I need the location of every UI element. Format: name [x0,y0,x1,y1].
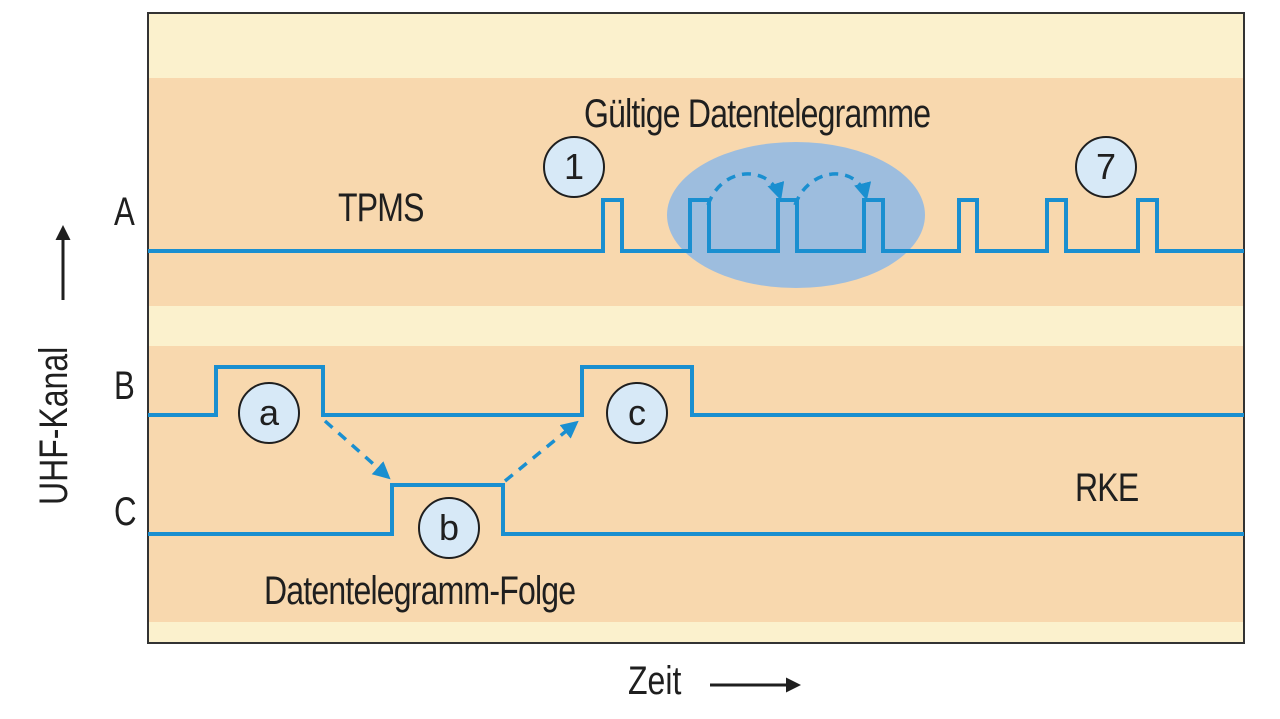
rke-label: RKE [1075,466,1139,510]
valid-telegrams-label: Gültige Datentelegramme [584,92,931,136]
badge-a: a [238,382,300,444]
signal-channel-b [148,365,1244,417]
badge-first-telegram: 1 [543,136,605,198]
tpms-label: TPMS [338,186,425,230]
hop-arrow-b-to-c [323,419,391,480]
badge-c: c [606,382,668,444]
arc-arrow-2 [793,172,872,206]
y-axis-label: UHF-Kanal [32,346,76,505]
badge-b: b [418,497,480,559]
channel-label-b: B [114,364,135,408]
signal-channel-a [148,198,1244,253]
channel-label-c: C [114,490,137,534]
arc-arrow-1 [706,172,785,206]
channel-label-a: A [114,190,135,234]
hop-arrow-c-to-b [503,420,579,483]
telegram-sequence-label: Datentelegramm-Folge [264,569,576,613]
x-axis-label: Zeit [628,659,682,703]
band-rke [148,346,1244,622]
badge-last-telegram: 7 [1075,136,1137,198]
signal-channel-c [148,483,1244,536]
plot-frame [147,12,1245,644]
